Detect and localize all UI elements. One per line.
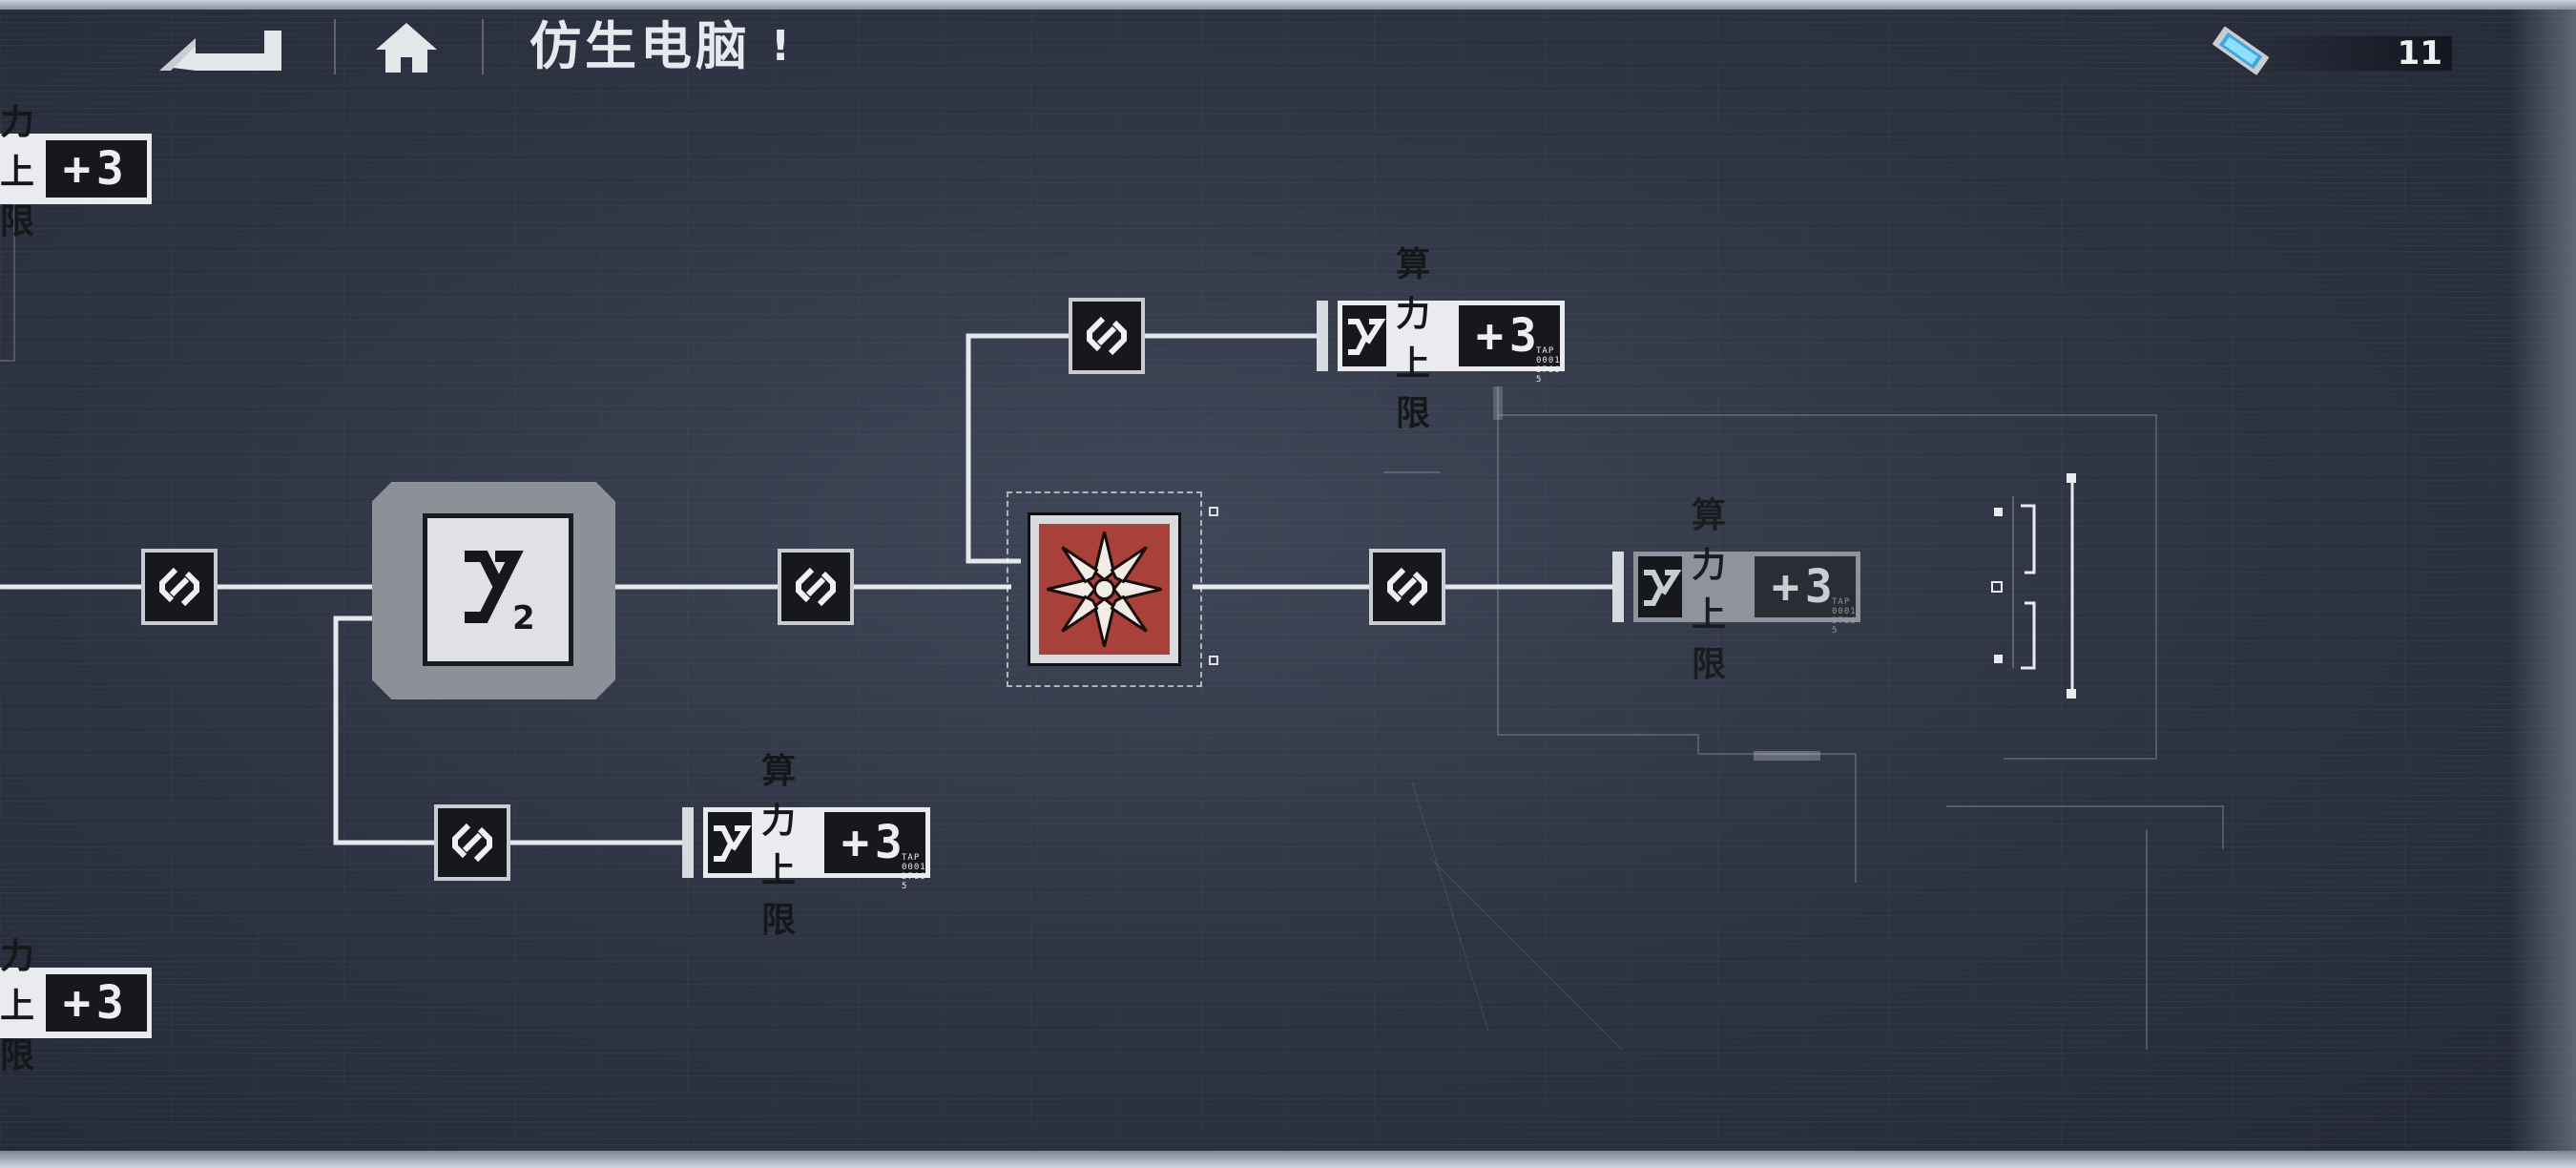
topbar-divider — [482, 19, 484, 74]
page-title: 仿生电脑 — [530, 16, 751, 76]
link-node[interactable] — [778, 549, 854, 625]
reward-body: 算力上限 +3 — [1633, 496, 1860, 684]
title-alert-mark: ! — [771, 22, 791, 71]
reward-tick — [1317, 301, 1328, 371]
link-node[interactable] — [141, 549, 218, 625]
home-icon — [376, 23, 437, 73]
reward-serial: TAP 0001 3786 5 — [902, 853, 926, 891]
reward-bonus: +3 — [46, 140, 147, 198]
home-button[interactable] — [372, 17, 441, 76]
compute-chip-icon — [2210, 24, 2272, 78]
reward-serial: TAP 0001 3786 5 — [1536, 346, 1561, 385]
reward-bonus: +3 — [824, 812, 925, 873]
topbar-divider — [334, 19, 336, 74]
svg-text:2: 2 — [512, 599, 535, 637]
core-selection-outline — [1007, 491, 1202, 687]
reward-body: 算力上限 +3 — [703, 752, 930, 940]
reward-label: 力上限 — [0, 937, 37, 1075]
top-bar: 仿生电脑 ! 11 — [0, 0, 2576, 95]
link-node[interactable] — [434, 804, 510, 881]
link-node[interactable] — [1369, 549, 1445, 625]
link-chain-icon — [159, 567, 199, 607]
reward-label: 算力上限 — [761, 752, 799, 940]
core-art — [1039, 524, 1170, 655]
reward-icon-box — [1342, 305, 1386, 366]
crimson-star-core-icon — [1039, 524, 1170, 655]
compute-currency-display: 11 — [2194, 19, 2462, 80]
reward-bonus: +3 — [46, 974, 147, 1032]
link-chain-icon — [796, 567, 836, 607]
reward-icon-box — [1638, 556, 1682, 617]
link-chain-icon — [1087, 316, 1127, 356]
compute-x2-icon: 2 — [465, 551, 535, 637]
compute-y-icon — [1644, 570, 1682, 606]
reward-label: 力上限 — [0, 103, 37, 241]
core-module-node[interactable] — [1007, 491, 1218, 687]
reward-serial: TAP 0001 3786 5 — [1832, 597, 1857, 636]
reward-bonus: +3 — [1459, 305, 1560, 366]
compute-y-icon — [714, 825, 752, 862]
reward-body: 力上限 +3 — [0, 103, 152, 241]
back-button[interactable] — [157, 17, 291, 76]
right-frame-glow — [2509, 0, 2576, 1168]
top-frame-edge — [0, 0, 2576, 10]
chip-face: 2 — [423, 513, 573, 666]
reward-tick — [1612, 552, 1624, 622]
reward-icon-box — [708, 812, 752, 873]
link-node[interactable] — [1069, 298, 1145, 374]
link-chain-icon — [1387, 567, 1427, 607]
link-chain-icon — [452, 823, 492, 863]
currency-bar — [2252, 36, 2452, 71]
corner-marker — [1209, 656, 1218, 665]
bottom-frame-edge — [0, 1151, 2576, 1168]
reward-bonus: +3 — [1755, 556, 1856, 617]
corner-marker — [1209, 507, 1218, 516]
back-arrow-icon — [159, 31, 281, 71]
reward-tick — [682, 807, 694, 878]
compute-chip-node[interactable]: 2 — [372, 482, 615, 699]
reward-label: 算力上限 — [1692, 496, 1729, 684]
currency-value: 11 — [2397, 34, 2442, 73]
reward-label: 算力上限 — [1396, 245, 1433, 433]
compute-y-icon — [1348, 319, 1386, 355]
reward-body: 算力上限 +3 — [1338, 245, 1565, 433]
reward-body: 力上限 +3 — [0, 937, 152, 1075]
